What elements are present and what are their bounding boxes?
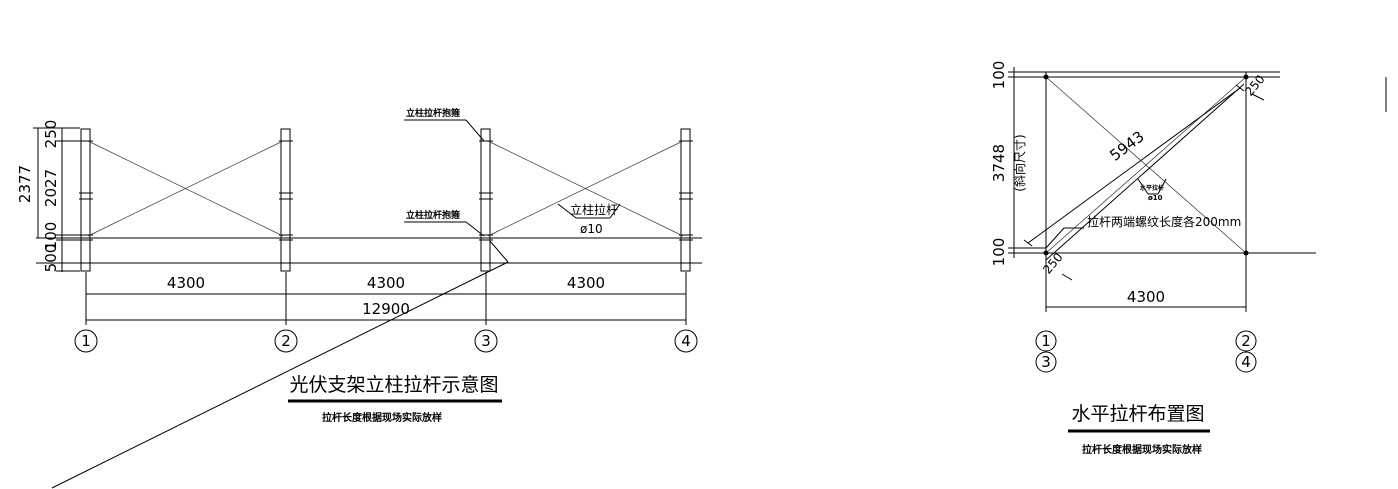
r-axis-label-4: 4: [1241, 353, 1251, 371]
left-note: 拉杆长度根据现场实际放样: [322, 411, 442, 424]
diag-tick-b: [1235, 84, 1245, 92]
axis-bubble-4: [674, 329, 698, 353]
diagonal-dim-line: [1027, 87, 1241, 244]
span-dim-3: 4300: [567, 274, 605, 292]
right-view: 100 3748 (斜向尺寸) 100 5943 250 250 水平拉杆 ø1…: [990, 61, 1316, 456]
r-axis-label-1: 1: [1041, 332, 1051, 350]
right-span-dim: 4300: [1127, 288, 1165, 306]
thread-note: 拉杆两端螺纹长度各200mm: [1087, 214, 1241, 229]
dim-2027: 2027: [42, 169, 60, 207]
span-dim-2: 4300: [367, 274, 405, 292]
callout-bottom-leader: [465, 221, 485, 237]
leader-line-short: [489, 240, 509, 263]
left-title: 光伏支架立柱拉杆示意图: [289, 374, 498, 396]
diagonal-dim-text: 5943: [1106, 127, 1147, 164]
r-axis-label-2: 2: [1241, 332, 1251, 350]
rdim-3748: 3748: [990, 144, 1008, 182]
bracing-rods: [87, 140, 684, 237]
left-view: 2377 250 2027 100 500 4300 4300 4300 129…: [16, 107, 702, 489]
rod-size: ø10: [580, 222, 603, 236]
vertical-dimensions: [33, 127, 80, 272]
r-axis-bubble-1: [1035, 330, 1057, 352]
axis-label-1: 1: [81, 332, 91, 350]
corner-dim-bl-line: [1061, 273, 1073, 281]
dim-100: 100: [42, 222, 60, 251]
axis-label-2: 2: [281, 332, 291, 350]
total-dim: 12900: [362, 300, 410, 318]
r-axis-bubble-3: [1035, 351, 1057, 373]
right-vertical-dimensions: [1008, 67, 1046, 258]
right-title: 水平拉杆布置图: [1071, 403, 1204, 425]
rdim-100-bottom: 100: [990, 238, 1008, 267]
node-br: [1243, 250, 1249, 256]
leader-line-long: [51, 261, 509, 489]
callout-top-leader: [465, 119, 485, 142]
diagonal-b: [1045, 76, 1247, 254]
dim-500: 500: [42, 244, 60, 273]
corner-dim-tr-line: [1251, 93, 1265, 101]
rdim-100-top: 100: [990, 61, 1008, 90]
rod-leader-a: [557, 203, 577, 219]
post-3: [479, 128, 493, 272]
r-axis-bubble-4: [1235, 351, 1257, 373]
rod-label: 立柱拉杆: [570, 202, 618, 217]
diag-tick-a: [1023, 239, 1033, 247]
horizontal-dimensions: [85, 272, 687, 325]
rod-tag-leader-b: [1157, 178, 1167, 195]
r-axis-bubble-2: [1235, 330, 1257, 352]
rod-tag-top: 水平拉杆: [1140, 184, 1164, 192]
diagonal-extension: [1045, 83, 1245, 261]
axis-label-3: 3: [481, 332, 491, 350]
post-1: [79, 128, 93, 272]
right-note: 拉杆长度根据现场实际放样: [1082, 443, 1202, 456]
rod-tag-leader-a: [1137, 178, 1149, 195]
dim-250: 250: [42, 120, 60, 149]
axis-bubble-2: [274, 329, 298, 353]
callout-top-text: 立柱拉杆抱箍: [406, 107, 460, 119]
rod-tag-bottom: ø10: [1148, 194, 1163, 202]
thread-note-leader: [1045, 227, 1065, 249]
dim-2377: 2377: [16, 165, 34, 203]
callout-bottom-text: 立柱拉杆抱箍: [406, 209, 460, 221]
rod-leader-b: [609, 203, 621, 219]
node-tr: [1243, 74, 1249, 80]
axis-label-4: 4: [681, 332, 691, 350]
axis-bubble-3: [474, 329, 498, 353]
axis-bubble-1: [74, 329, 98, 353]
r-axis-label-3: 3: [1041, 353, 1051, 371]
rdim-note: (斜向尺寸): [1012, 134, 1027, 191]
post-4: [679, 128, 693, 272]
post-2: [279, 128, 293, 272]
span-dim-1: 4300: [167, 274, 205, 292]
